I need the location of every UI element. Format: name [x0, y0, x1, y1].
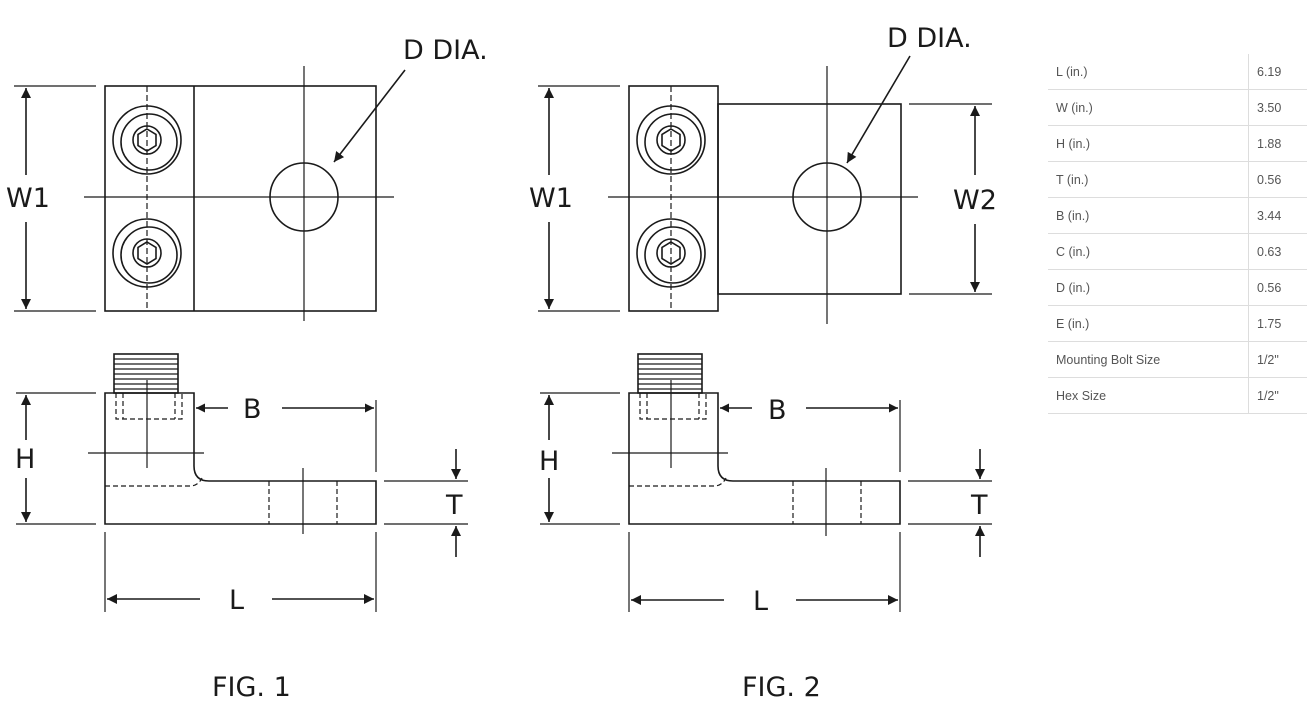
fig2-l-label: L — [753, 586, 768, 617]
spec-label: H (in.) — [1048, 125, 1249, 162]
fig2-side-view — [540, 353, 992, 612]
spec-table: L (in.) 6.19 W (in.) 3.50 H (in.) 1.88 T… — [1048, 54, 1307, 414]
fig2-bolt-top — [636, 105, 706, 175]
spec-row: E (in.) 1.75 — [1048, 305, 1307, 342]
fig1-top-view — [14, 66, 406, 321]
spec-row: T (in.) 0.56 — [1048, 161, 1307, 198]
fig2-t-label: T — [970, 490, 988, 521]
figure-2 — [538, 55, 992, 612]
fig1-h-label: H — [15, 444, 35, 475]
spec-row: D (in.) 0.56 — [1048, 269, 1307, 306]
fig1-d-hole — [269, 162, 339, 232]
fig2-b-label: B — [768, 395, 787, 426]
spec-label: L (in.) — [1048, 54, 1249, 90]
spec-row: H (in.) 1.88 — [1048, 125, 1307, 162]
fig1-side-view — [16, 353, 468, 612]
fig2-d-hole — [792, 162, 862, 232]
fig2-d-dia-label: D DIA. — [887, 23, 972, 54]
fig1-bolt-bottom — [112, 218, 182, 288]
spec-label: C (in.) — [1048, 233, 1249, 270]
figure-1-labels: W1 D DIA. H B T L FIG. 1 — [6, 35, 488, 703]
spec-value: 0.63 — [1248, 233, 1307, 270]
fig1-b-label: B — [243, 394, 262, 425]
fig2-h-label: H — [539, 446, 559, 477]
spec-value: 0.56 — [1248, 161, 1307, 198]
spec-row: B (in.) 3.44 — [1048, 197, 1307, 234]
spec-label: Mounting Bolt Size — [1048, 341, 1249, 378]
fig1-bolt-top — [112, 105, 182, 175]
fig2-w1-label: W1 — [529, 183, 573, 214]
spec-value: 1.88 — [1248, 125, 1307, 162]
spec-value: 3.44 — [1248, 197, 1307, 234]
spec-label: T (in.) — [1048, 161, 1249, 198]
fig2-bolt-bottom — [636, 218, 706, 288]
fig1-l-label: L — [229, 585, 244, 616]
fig1-w1-label: W1 — [6, 183, 50, 214]
spec-value: 3.50 — [1248, 89, 1307, 126]
spec-row: W (in.) 3.50 — [1048, 89, 1307, 126]
spec-value: 6.19 — [1248, 54, 1307, 90]
spec-row: C (in.) 0.63 — [1048, 233, 1307, 270]
figure-1 — [14, 66, 468, 612]
spec-value: 1.75 — [1248, 305, 1307, 342]
fig1-d-dia-label: D DIA. — [403, 35, 488, 66]
spec-label: D (in.) — [1048, 269, 1249, 306]
fig2-w2-label: W2 — [953, 185, 997, 216]
figure-2-labels: W1 W2 D DIA. H B T L FIG. 2 — [529, 23, 997, 703]
spec-value: 0.56 — [1248, 269, 1307, 306]
spec-row: Mounting Bolt Size 1/2" — [1048, 341, 1307, 378]
spec-label: Hex Size — [1048, 377, 1249, 414]
spec-label: W (in.) — [1048, 89, 1249, 126]
spec-label: E (in.) — [1048, 305, 1249, 342]
fig1-t-label: T — [445, 490, 463, 521]
spec-row: Hex Size 1/2" — [1048, 377, 1307, 414]
fig2-caption: FIG. 2 — [742, 672, 821, 703]
spec-label: B (in.) — [1048, 197, 1249, 234]
fig1-caption: FIG. 1 — [212, 672, 291, 703]
spec-value: 1/2" — [1248, 341, 1307, 378]
drawing-canvas: W1 D DIA. H B T L FIG. 1 — [6, 23, 997, 703]
fig2-top-view — [538, 55, 992, 324]
spec-value: 1/2" — [1248, 377, 1307, 414]
spec-row: L (in.) 6.19 — [1048, 54, 1307, 90]
